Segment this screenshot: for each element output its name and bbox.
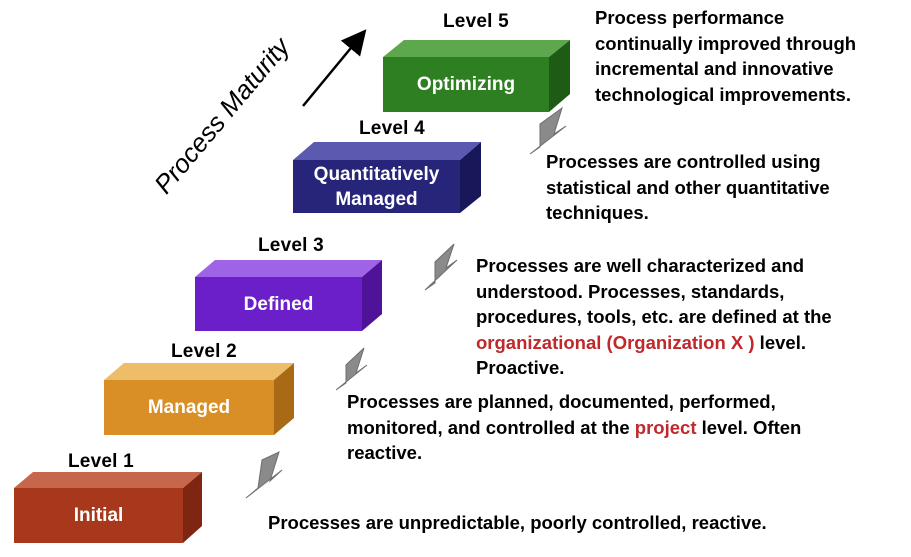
project-highlight: project [634,416,697,438]
level-3-box [195,260,382,331]
level-2-box [104,363,294,435]
level-3-desc-line1: Processes are well characterized and [476,255,805,276]
level-4-description: Processes are controlled using statistic… [546,149,830,226]
level-4-name: Quantitatively Managed [293,160,460,213]
level-4-name-line1: Quantitatively [313,163,440,185]
level-1-desc-line: Processes are unpredictable, poorly cont… [268,512,767,533]
level-4-desc-line1: Processes are controlled using [546,151,821,172]
level-3-description: Processes are well characterized and und… [476,253,832,381]
level-5-desc-line4: technological improvements. [595,83,851,105]
level-3-desc-line5: Proactive. [476,357,565,378]
level-2-desc-line2-after: level. Often [696,416,802,438]
level-4-label: Level 4 [359,118,425,139]
level-5-desc-line3: incremental and innovative [595,58,834,79]
level-1-description: Processes are unpredictable, poorly cont… [268,510,767,536]
level-5-desc-line1: Process performance [595,7,785,28]
level-1-box [14,472,202,543]
level-4-name-line2: Managed [335,188,418,210]
step-arrow-4 [529,106,567,155]
level-5-label: Level 5 [443,11,509,32]
level-5-name: Optimizing [383,57,549,112]
level-3-desc-line2: understood. Processes, standards, [476,280,785,302]
level-1-name: Initial [14,488,183,543]
level-5-name-text: Optimizing [416,74,516,95]
level-2-desc-line1: Processes are planned, documented, perfo… [347,391,776,412]
level-2-desc-line2: monitored, and controlled at the project… [347,415,801,441]
level-4-desc-line3: techniques. [546,202,649,223]
level-4-box [293,142,481,213]
level-2-description: Processes are planned, documented, perfo… [347,389,801,466]
level-2-label: Level 2 [171,341,237,362]
level-5-box [383,40,570,112]
level-5-desc-line2: continually improved through [595,32,857,54]
step-arrow-2 [335,347,368,391]
organizational-highlight: organizational (Organization X ) [476,331,755,353]
level-2-name-text: Managed [147,397,231,418]
level-1-name-text: Initial [73,505,124,526]
level-3-desc-line4-after: level. [754,331,806,353]
level-4-desc-line2: statistical and other quantitative [546,176,830,198]
level-2-desc-line2-before: monitored, and controlled at the [347,416,635,438]
step-arrow-3 [424,243,458,291]
level-3-name: Defined [195,277,362,331]
maturity-arrow [302,29,367,107]
step-arrow-1 [245,451,283,499]
level-3-name-text: Defined [243,293,314,315]
level-3-label: Level 3 [258,235,324,256]
level-3-desc-line4: organizational (Organization X ) level. [476,330,832,356]
level-5-description: Process performance continually improved… [595,5,856,107]
level-2-desc-line3: reactive. [347,442,423,463]
level-2-name: Managed [104,380,274,435]
level-1-label: Level 1 [68,451,134,472]
level-3-desc-line3: procedures, tools, etc. are defined at t… [476,306,832,327]
